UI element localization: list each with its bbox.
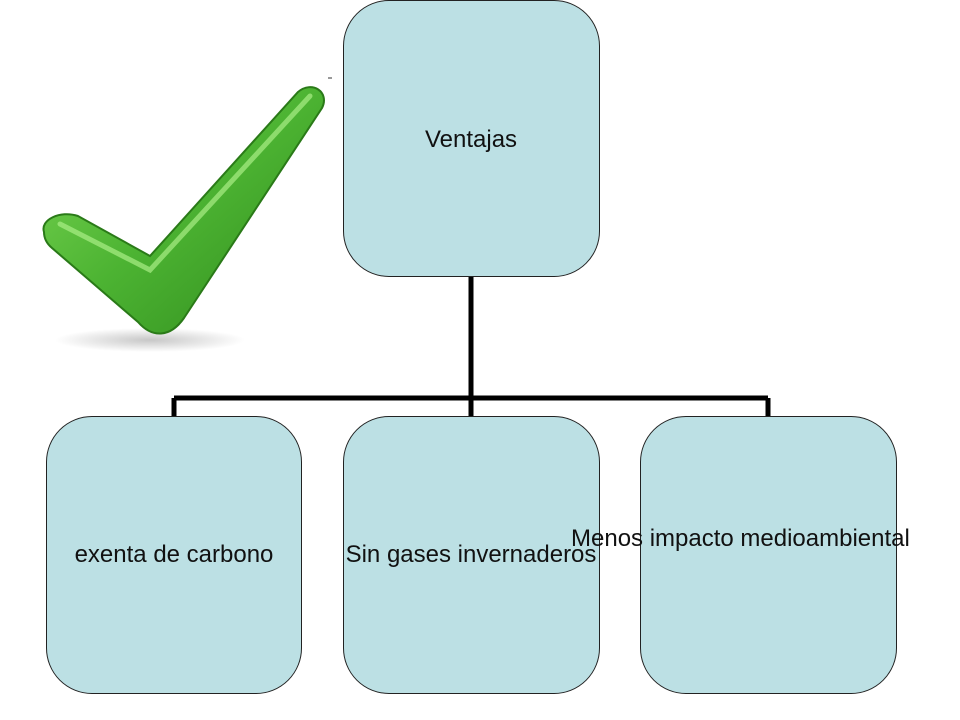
root-label: Ventajas: [424, 126, 518, 153]
child-node-no-greenhouse-gases: [343, 416, 600, 694]
child-label-carbon-free: exenta de carbono: [74, 541, 274, 568]
child-node-carbon-free: [46, 416, 302, 694]
child-node-less-environmental-impact: [640, 416, 897, 694]
child-label-less-environmental-impact: Menos impacto medioambiental: [571, 525, 910, 552]
checkmark-icon: [42, 77, 332, 352]
child-label-no-greenhouse-gases: Sin gases invernaderos: [345, 541, 597, 568]
root-node: [343, 0, 600, 277]
